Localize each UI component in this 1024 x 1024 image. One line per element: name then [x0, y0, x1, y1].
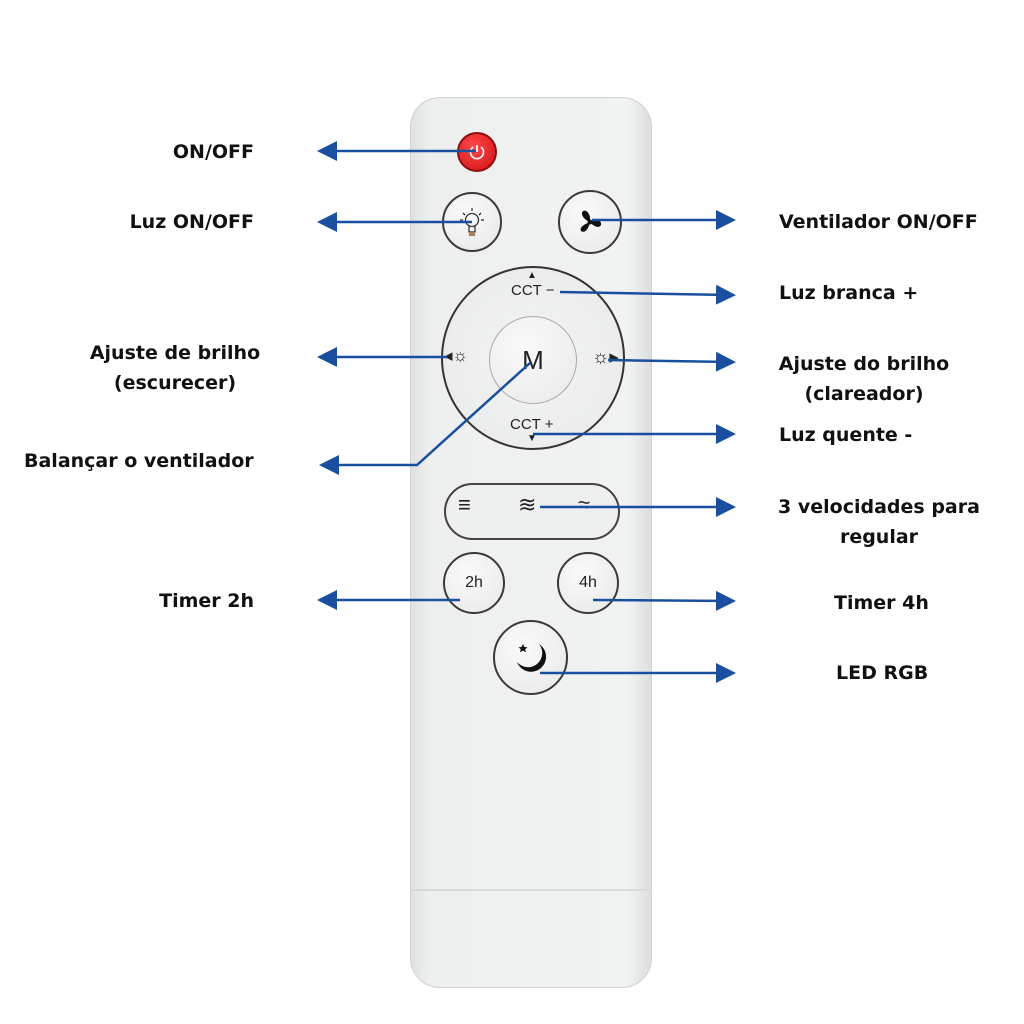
label-brilho-clar-line2: (clareador): [804, 383, 924, 405]
rgb-led-button[interactable]: [493, 620, 568, 695]
label-velocidades-line2: regular: [839, 526, 919, 548]
timer-2h-label: 2h: [465, 574, 483, 591]
mode-label: M: [522, 344, 544, 375]
label-timer4: Timer 4h: [834, 592, 929, 614]
arrow-balancar: [319, 362, 531, 475]
label-brilho-clar-line1: Ajuste do brilho: [778, 353, 950, 375]
timer-4h-button[interactable]: 4h: [557, 552, 619, 614]
timer-2h-button[interactable]: 2h: [443, 552, 505, 614]
brightness-down-icon[interactable]: ◂☼: [444, 346, 469, 365]
arrow-brilho-clar: [607, 351, 736, 372]
label-ventilador: Ventilador ON/OFF: [779, 211, 978, 233]
arrow-timer4: [592, 590, 736, 611]
label-brilho-esc-line2: (escurecer): [113, 372, 237, 394]
battery-cover-seam: [410, 889, 652, 891]
label-led: LED RGB: [836, 662, 929, 684]
label-luz-on-off: Luz ON/OFF: [129, 211, 254, 233]
label-velocidades-line1: 3 velocidades para: [778, 496, 980, 518]
speed-low-button[interactable]: ≡: [458, 492, 471, 517]
speed-high-button[interactable]: ≈: [578, 492, 591, 517]
label-luz-quente: Luz quente -: [779, 424, 913, 446]
light-bulb-icon: [460, 208, 484, 236]
mode-button[interactable]: M: [489, 316, 577, 404]
timer-4h-label: 4h: [579, 574, 597, 591]
cct-plus-button[interactable]: CCT +: [510, 416, 554, 433]
label-brilho-esc: Ajuste de brilho (escurecer): [60, 338, 290, 398]
label-luz-branca: Luz branca +: [779, 282, 919, 304]
label-brilho-esc-line1: Ajuste de brilho: [89, 342, 261, 364]
label-timer2: Timer 2h: [159, 590, 254, 612]
label-brilho-clar: Ajuste do brilho (clareador): [749, 349, 979, 409]
arrow-luz-branca: [559, 284, 736, 305]
cct-down-arrow-icon[interactable]: ▼: [527, 433, 537, 444]
label-on-off: ON/OFF: [172, 141, 254, 163]
brightness-up-icon[interactable]: ☼▸: [592, 347, 619, 368]
fan-speed-pill: [444, 483, 620, 540]
speed-medium-button[interactable]: ≋: [518, 492, 537, 517]
fan-toggle-button[interactable]: [558, 190, 622, 254]
cct-minus-button[interactable]: CCT −: [511, 282, 555, 299]
label-balancar: Balançar o ventilador: [24, 450, 254, 472]
fan-icon: [580, 210, 602, 232]
label-velocidades: 3 velocidades para regular: [759, 492, 999, 552]
cct-up-arrow-icon[interactable]: ▲: [527, 270, 537, 281]
moon-star-icon: [516, 643, 546, 672]
